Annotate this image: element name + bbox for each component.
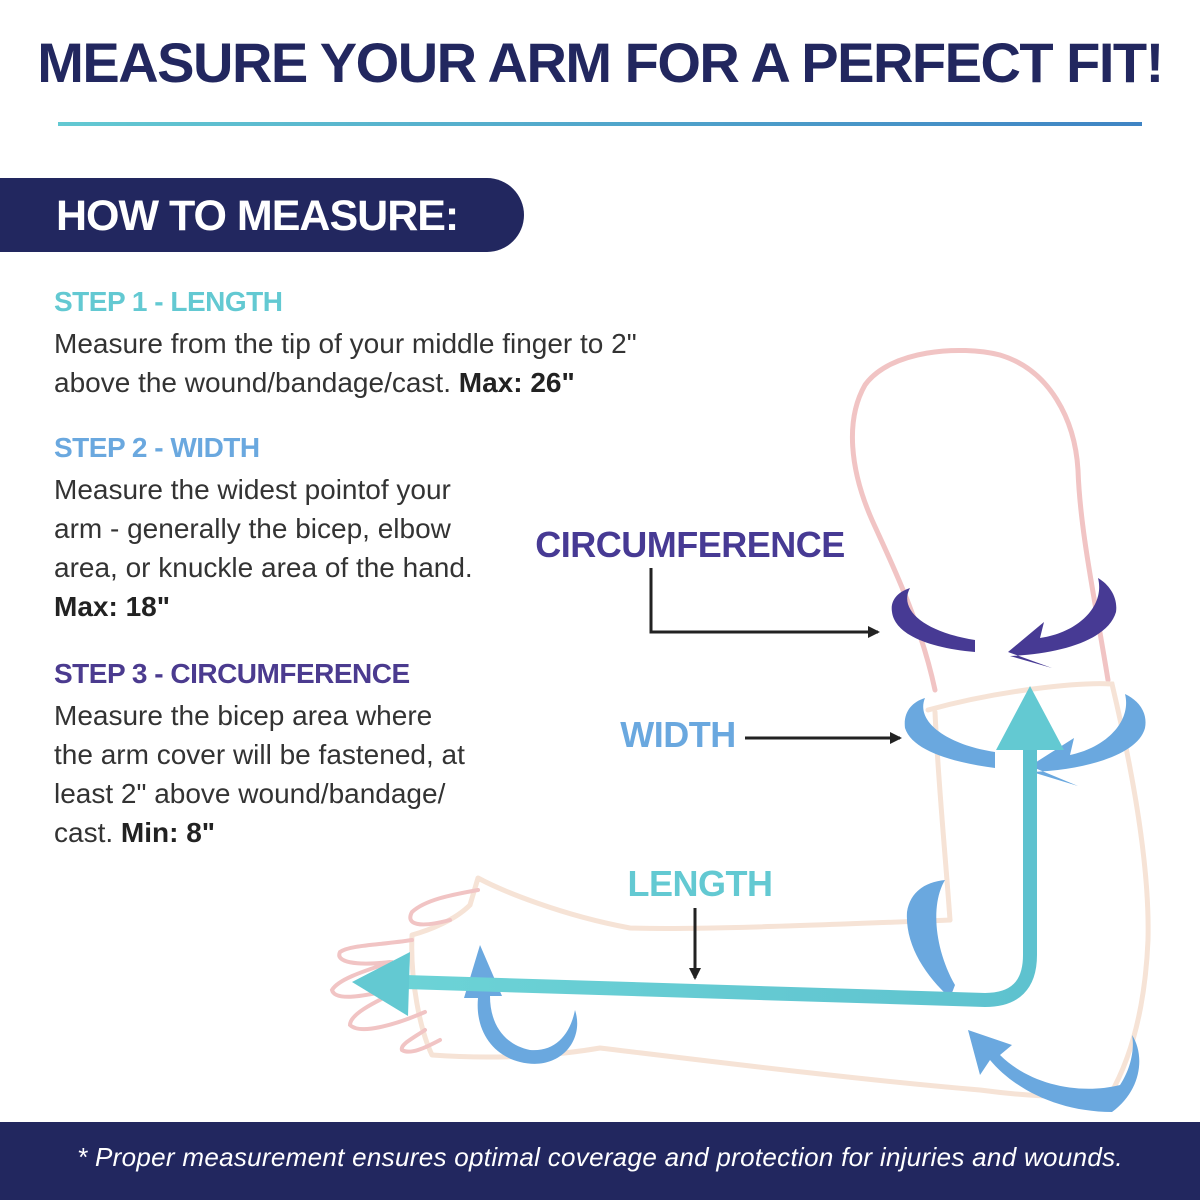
step-2-line-3: area, or knuckle area of the hand. — [54, 552, 473, 583]
step-3-line-4: cast. — [54, 817, 114, 848]
step-3-limit: Min: 8" — [120, 817, 216, 848]
width-arrow-left — [904, 698, 995, 768]
how-to-measure-banner: HOW TO MEASURE: — [0, 178, 524, 252]
hand-width-arrow — [464, 945, 578, 1064]
step-2-limit: Max: 18" — [54, 591, 170, 622]
step-2-line-1: Measure the widest pointof your — [54, 474, 451, 505]
circumference-pointer — [649, 568, 880, 638]
step-1-limit: Max: 26" — [458, 367, 575, 398]
step-3-line-3: least 2" above wound/bandage/ — [54, 778, 446, 809]
footer-banner: * Proper measurement ensures optimal cov… — [0, 1122, 1200, 1200]
step-1-title: STEP 1 - LENGTH — [54, 286, 283, 317]
step-1-line-1: Measure from the tip of your middle fing… — [54, 328, 637, 359]
forearm-outline — [409, 875, 1113, 1100]
width-arrow-right — [1030, 694, 1146, 786]
length-arrowhead-hand — [352, 952, 410, 1016]
step-3-line-2: the arm cover will be fastened, at — [54, 739, 465, 770]
title-divider — [58, 122, 1142, 126]
length-label: LENGTH — [628, 863, 773, 904]
arm-measurement-diagram: CIRCUMFERENCE WIDTH LENGTH — [329, 347, 1151, 1112]
footer-note: * Proper measurement ensures optimal cov… — [77, 1142, 1123, 1172]
length-arrowhead-bicep — [996, 686, 1064, 750]
circumference-label: CIRCUMFERENCE — [535, 524, 845, 565]
section-heading: HOW TO MEASURE: — [56, 192, 459, 240]
length-arrow — [398, 741, 1037, 1007]
upper-arm-outline — [849, 347, 1111, 693]
forearm-width-arrow — [968, 1030, 1140, 1112]
step-3-title: STEP 3 - CIRCUMFERENCE — [54, 658, 410, 689]
circumference-arrow-right — [1008, 578, 1117, 668]
step-1-line-2: above the wound/bandage/cast. — [54, 367, 451, 398]
circumference-arrow-left — [891, 588, 975, 652]
step-3-line-1: Measure the bicep area where — [54, 700, 433, 731]
step-2-description: Measure the widest pointof your arm - ge… — [54, 470, 524, 626]
step-1-description: Measure from the tip of your middle fing… — [54, 324, 734, 402]
step-3-description: Measure the bicep area where the arm cov… — [54, 696, 524, 852]
page-title: MEASURE YOUR ARM FOR A PERFECT FIT! — [37, 31, 1164, 94]
step-2-line-2: arm - generally the bicep, elbow — [54, 513, 451, 544]
step-1: STEP 1 - LENGTH Measure from the tip of … — [54, 286, 734, 402]
step-2: STEP 2 - WIDTH Measure the widest pointo… — [54, 432, 524, 626]
hand-fingers-outline — [329, 888, 480, 1054]
step-2-title: STEP 2 - WIDTH — [54, 432, 260, 463]
elbow-width-arrow — [906, 880, 955, 998]
width-label: WIDTH — [620, 714, 735, 755]
step-3: STEP 3 - CIRCUMFERENCE Measure the bicep… — [54, 658, 524, 852]
